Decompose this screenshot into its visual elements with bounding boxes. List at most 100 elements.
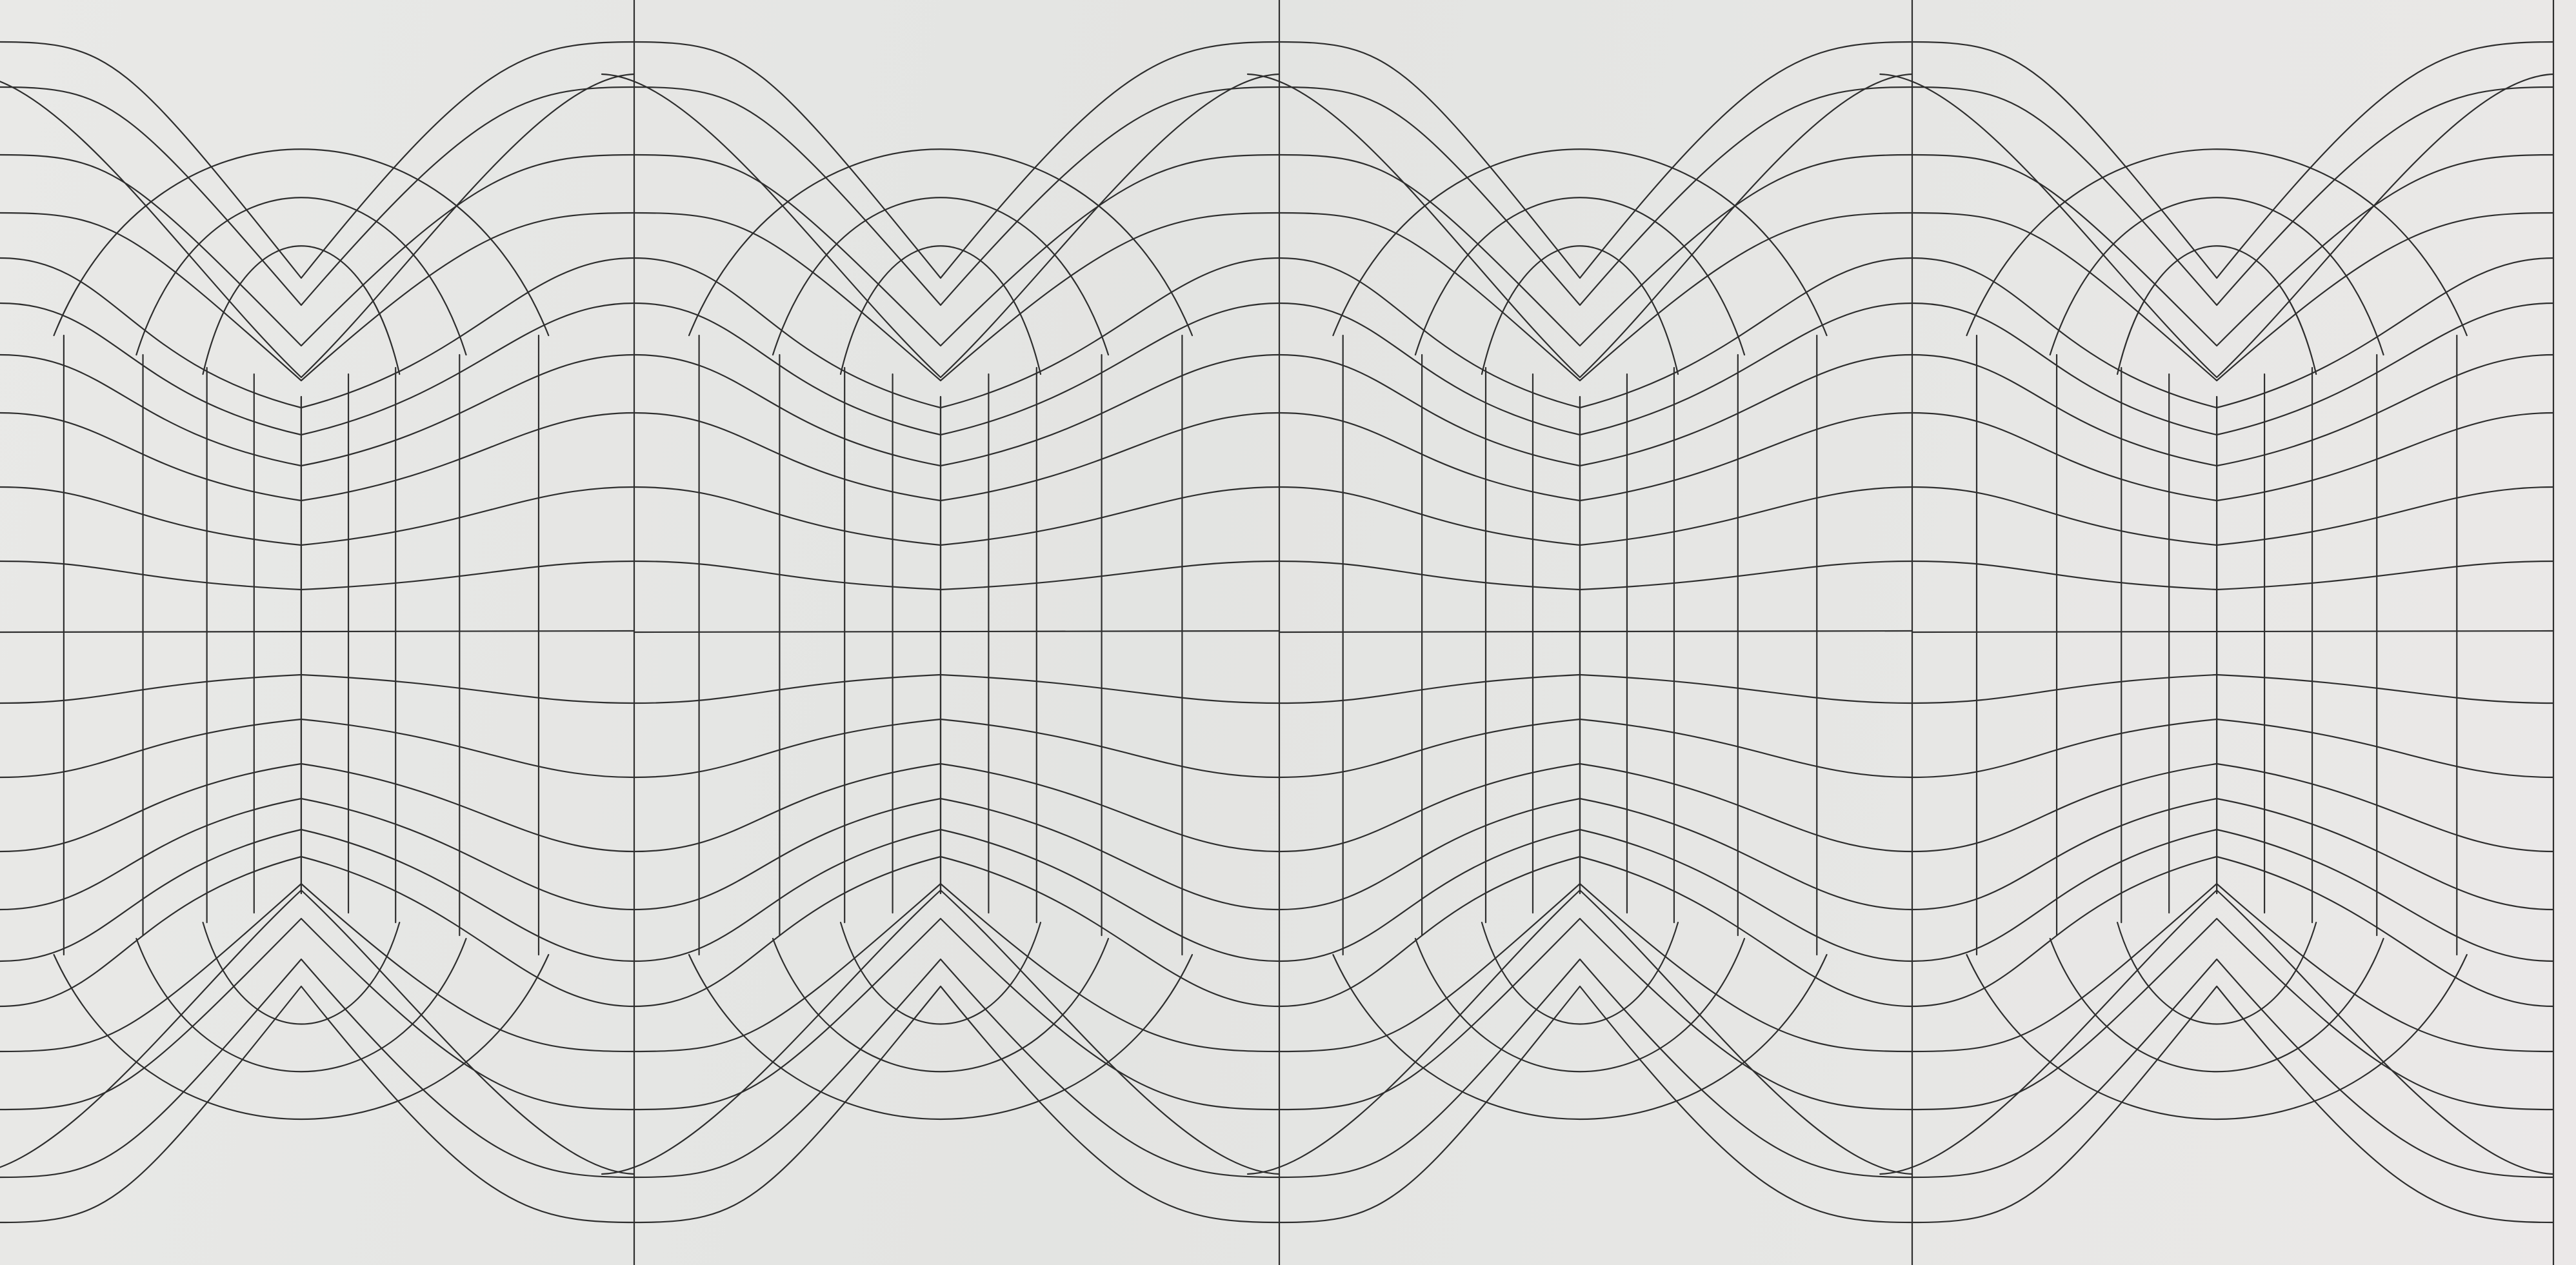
grid-curved-horizontal-line (1911, 354, 2555, 467)
grid-curved-horizontal-line (633, 673, 1281, 704)
floor-arc-line (839, 921, 1042, 1025)
grid-curved-horizontal-line (0, 86, 635, 306)
floor-arc-line (202, 921, 401, 1025)
grid-curved-horizontal-line (0, 302, 635, 436)
grid-curved-horizontal-line (1278, 917, 1913, 1111)
grid-curved-horizontal-line (633, 985, 1281, 1224)
grid-curved-horizontal-line (1278, 412, 1913, 502)
grid-horizon-line (0, 630, 635, 633)
grid-curved-horizontal-line (1911, 560, 2555, 591)
floor-diagonal-arc (1246, 889, 1581, 1175)
grid-curved-horizontal-line (1278, 797, 1913, 911)
grid-curved-horizontal-line (1911, 855, 2555, 1008)
grid-curved-horizontal-line (633, 855, 1281, 1008)
floor-diagonal-arc (601, 889, 942, 1175)
floor-diagonal-arc (1579, 889, 1913, 1175)
grid-curved-horizontal-line (633, 86, 1281, 306)
grid-curved-horizontal-line (633, 212, 1281, 382)
grid-curved-horizontal-line (0, 985, 635, 1224)
grid-curved-horizontal-line (1278, 855, 1913, 1008)
grid-curved-horizontal-line (1278, 257, 1913, 409)
floor-diagonal-arc (2216, 889, 2555, 1175)
grid-curved-horizontal-line (0, 718, 635, 779)
ceiling-arc-line (688, 148, 1193, 337)
floor-diagonal-arc (1879, 889, 2218, 1175)
grid-curved-horizontal-line (1278, 718, 1913, 779)
floor-arc-line (688, 953, 1193, 1120)
floor-arc-line (1481, 921, 1679, 1025)
grid-curved-horizontal-line (1278, 154, 1913, 347)
grid-curved-horizontal-line (0, 560, 635, 591)
ceiling-diagonal-arc (1879, 73, 2218, 379)
ceiling-arc-line (53, 148, 550, 337)
ceiling-arc-line (772, 197, 1110, 356)
grid-curved-horizontal-line (633, 917, 1281, 1111)
grid-horizon-line (1911, 630, 2555, 633)
ceiling-arc-line (135, 197, 467, 356)
ceiling-diagonal-arc (939, 73, 1281, 379)
grid-panel (1879, 41, 2555, 1224)
ceiling-arc-line (1332, 148, 1828, 337)
grid-curved-horizontal-line (0, 797, 635, 911)
grid-curved-horizontal-line (0, 257, 635, 409)
grid-panel (0, 41, 635, 1224)
grid-curved-horizontal-line (0, 486, 635, 546)
floor-arc-line (1414, 937, 1746, 1073)
grid-panel (601, 41, 1281, 1224)
ceiling-arc-line (2116, 245, 2317, 375)
floor-arc-line (772, 937, 1110, 1073)
grid-curved-horizontal-line (0, 762, 635, 853)
grid-curved-horizontal-line (1911, 958, 2555, 1179)
grid-curved-horizontal-line (633, 154, 1281, 347)
grid-curved-horizontal-line (0, 673, 635, 704)
grid-curved-horizontal-line (633, 41, 1281, 279)
grid-curved-horizontal-line (0, 855, 635, 1008)
grid-curved-horizontal-line (633, 302, 1281, 436)
grid-curved-horizontal-line (0, 41, 635, 279)
grid-curved-horizontal-line (633, 958, 1281, 1179)
grid-curved-horizontal-line (1278, 486, 1913, 546)
grid-curved-horizontal-line (633, 828, 1281, 962)
grid-curved-horizontal-line (633, 882, 1281, 1053)
grid-curved-horizontal-line (1278, 828, 1913, 962)
ceiling-arc-line (1414, 197, 1746, 356)
grid-curved-horizontal-line (1911, 154, 2555, 347)
ceiling-diagonal-arc (1246, 73, 1581, 379)
grid-curved-horizontal-line (1911, 86, 2555, 306)
grid-curved-horizontal-line (1911, 41, 2555, 279)
grid-curved-horizontal-line (0, 212, 635, 382)
ceiling-arc-line (202, 245, 401, 375)
ceiling-diagonal-arc (1579, 73, 1913, 379)
grid-curved-horizontal-line (1278, 985, 1913, 1224)
ceiling-diagonal-arc (0, 81, 303, 379)
floor-arc-line (2116, 921, 2317, 1025)
grid-curved-horizontal-line (1911, 673, 2555, 704)
grid-curved-horizontal-line (0, 958, 635, 1179)
floor-arc-line (1332, 953, 1828, 1120)
floor-arc-line (1966, 953, 2468, 1120)
grid-curved-horizontal-line (1911, 718, 2555, 779)
grid-curved-horizontal-line (1278, 673, 1913, 704)
grid-curved-horizontal-line (1278, 212, 1913, 382)
grid-curved-horizontal-line (1911, 486, 2555, 546)
grid-curved-horizontal-line (1278, 560, 1913, 591)
grid-curved-horizontal-line (1278, 41, 1913, 279)
ceiling-arc-line (839, 245, 1042, 375)
grid-curved-horizontal-line (0, 882, 635, 1053)
grid-curved-horizontal-line (0, 354, 635, 467)
grid-curved-horizontal-line (633, 560, 1281, 591)
grid-curved-horizontal-line (633, 762, 1281, 853)
grid-curved-horizontal-line (633, 486, 1281, 546)
grid-curved-horizontal-line (1278, 86, 1913, 306)
grid-curved-horizontal-line (1911, 302, 2555, 436)
grid-curved-horizontal-line (1911, 828, 2555, 962)
ceiling-arc-line (1966, 148, 2468, 337)
grid-curved-horizontal-line (1911, 412, 2555, 502)
ceiling-arc-line (1481, 245, 1679, 375)
grid-panel (1246, 41, 1913, 1224)
grid-curved-horizontal-line (1911, 917, 2555, 1111)
floor-diagonal-arc (300, 889, 635, 1175)
grid-curved-horizontal-line (1911, 762, 2555, 853)
